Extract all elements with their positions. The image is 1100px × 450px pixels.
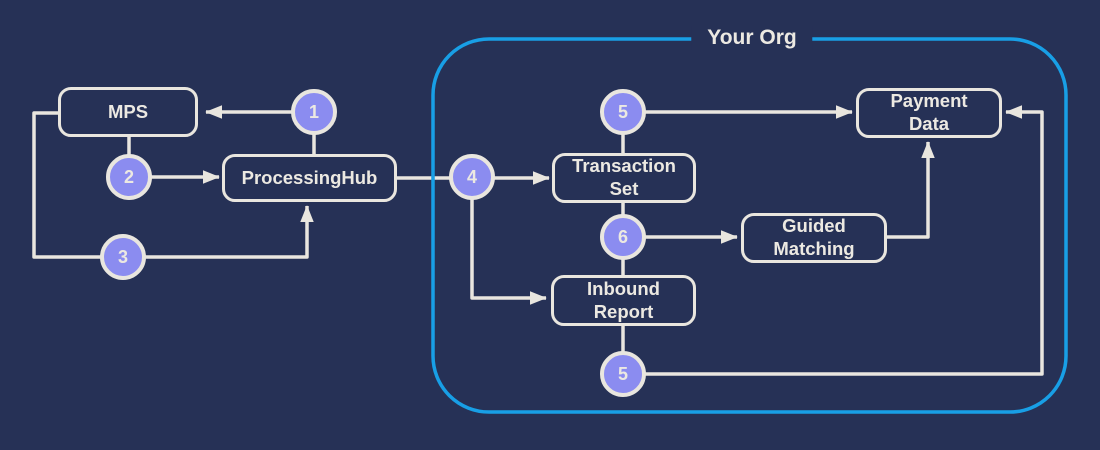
step-badge-5-bottom: 5 [600, 351, 646, 397]
node-inbound-report-label: Inbound Report [587, 277, 660, 322]
step-badge-1: 1 [291, 89, 337, 135]
step-badge-2-number: 2 [123, 166, 134, 187]
step-badge-5-top-number: 5 [617, 101, 628, 122]
step-badge-6: 6 [600, 214, 646, 260]
node-mps: MPS [58, 87, 198, 137]
step-badge-3: 3 [100, 234, 146, 280]
step-badge-3-number: 3 [117, 246, 128, 267]
node-guided-matching-label: Guided Matching [773, 215, 855, 259]
node-inbound-report: Inbound Report [551, 275, 696, 326]
node-transaction-set: Transaction Set [552, 153, 696, 203]
node-guided-matching: Guided Matching [741, 213, 887, 263]
node-processing-hub: ProcessingHub [222, 154, 397, 202]
step-badge-2: 2 [106, 154, 152, 200]
node-transaction-set-label: Transaction Set [572, 155, 676, 199]
step-badge-5-top: 5 [600, 89, 646, 135]
node-payment-data: Payment Data [856, 88, 1002, 138]
step-badge-5-bottom-number: 5 [617, 363, 628, 384]
org-boundary-label: Your Org [691, 26, 813, 50]
step-badge-1-number: 1 [308, 101, 319, 122]
step-badge-6-number: 6 [617, 226, 628, 247]
node-payment-data-label: Payment Data [890, 90, 968, 134]
node-mps-label: MPS [107, 100, 149, 122]
step-badge-4: 4 [449, 154, 495, 200]
step-badge-4-number: 4 [466, 166, 477, 187]
node-processing-hub-label: ProcessingHub [241, 166, 378, 188]
